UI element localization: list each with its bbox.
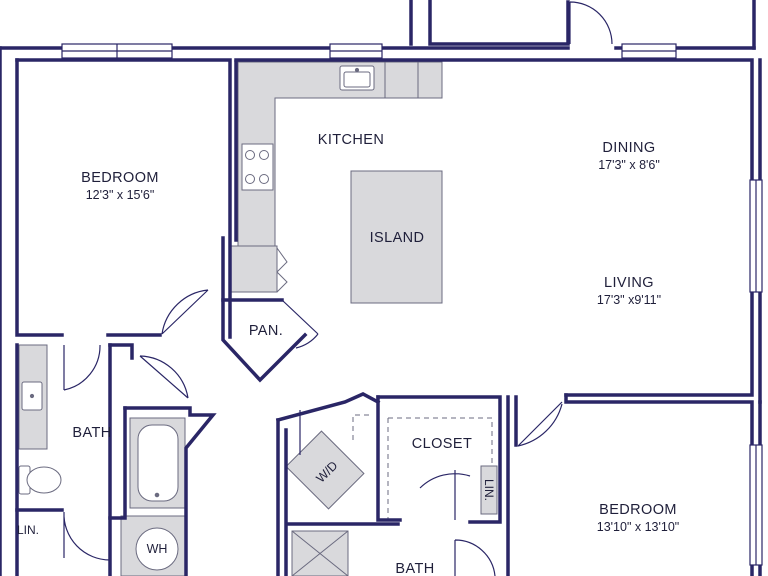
bedroom-right-dims: 13'10" x 13'10" bbox=[597, 520, 679, 534]
bathtub-icon bbox=[129, 417, 186, 509]
bedroom-right-name: BEDROOM bbox=[599, 502, 677, 518]
door-swings bbox=[63, 1, 613, 576]
bath-left-name: BATH bbox=[72, 425, 111, 441]
bedroom-left-dims: 12'3" x 15'6" bbox=[86, 188, 155, 202]
bedroom-left-name: BEDROOM bbox=[81, 170, 159, 186]
island-name: ISLAND bbox=[370, 230, 425, 246]
room-labels: BEDROOM 12'3" x 15'6" KITCHEN ISLAND DIN… bbox=[17, 132, 679, 576]
kitchen-name: KITCHEN bbox=[318, 132, 384, 148]
kitchen-island bbox=[350, 170, 443, 304]
dining-dims: 17'3" x 8'6" bbox=[598, 158, 660, 172]
cooktop-icon bbox=[241, 143, 274, 191]
closet-shelves bbox=[352, 414, 498, 520]
linen-right-name: LIN. bbox=[482, 479, 496, 501]
washer-dryer-icon bbox=[285, 430, 365, 510]
linen-left-name: LIN. bbox=[17, 523, 39, 537]
living-dims: 17'3" x9'11" bbox=[597, 293, 661, 307]
refrigerator-icon bbox=[229, 245, 288, 293]
windows bbox=[61, 43, 763, 566]
water-heater-icon bbox=[120, 515, 186, 576]
kitchen-sink-icon bbox=[339, 65, 375, 91]
bath-bottom-name: BATH bbox=[395, 561, 434, 576]
dining-name: DINING bbox=[602, 140, 655, 156]
shower-icon bbox=[291, 530, 349, 576]
living-name: LIVING bbox=[604, 275, 654, 291]
left-bath-sink-icon bbox=[21, 381, 43, 411]
water-heater-name: WH bbox=[147, 542, 168, 556]
pantry-name: PAN. bbox=[249, 323, 283, 339]
closet-name: CLOSET bbox=[412, 436, 472, 452]
kitchen-counters bbox=[237, 61, 443, 247]
toilet-icon bbox=[18, 465, 62, 495]
